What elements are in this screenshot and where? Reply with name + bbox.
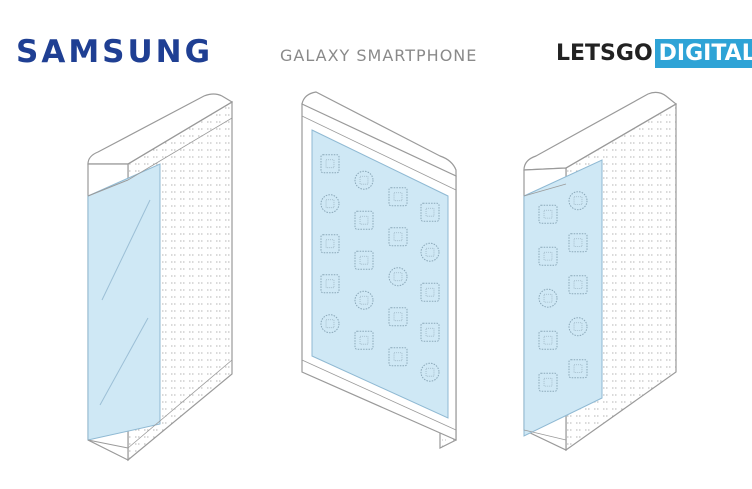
header: SAMSUNG GALAXY SMARTPHONE LETSGO DIGITAL xyxy=(0,0,752,80)
app-icon xyxy=(354,170,374,190)
icon-column xyxy=(538,191,588,392)
app-icon xyxy=(420,322,440,342)
app-icon xyxy=(388,187,408,207)
phone-front-view xyxy=(301,91,457,449)
app-icon xyxy=(320,274,340,294)
logo-text-highlight: DIGITAL xyxy=(654,38,752,68)
app-icon xyxy=(538,288,558,308)
phone-front-top xyxy=(301,91,457,177)
phone-right-view xyxy=(523,91,678,452)
phone-left-view xyxy=(87,93,234,462)
app-icon xyxy=(388,267,408,287)
logo-text-dark: LETSGO xyxy=(556,40,653,66)
app-icon xyxy=(388,347,408,367)
app-icon xyxy=(538,204,558,224)
app-icon xyxy=(420,362,440,382)
app-icon xyxy=(354,250,374,270)
patent-drawing xyxy=(87,91,678,462)
app-icon xyxy=(538,246,558,266)
app-icon xyxy=(320,314,340,334)
icon-grid xyxy=(320,154,440,382)
app-icon xyxy=(568,359,588,379)
phone-left-top xyxy=(87,93,234,165)
letsgodigital-logo: LETSGO DIGITAL xyxy=(556,38,752,68)
samsung-logo: SAMSUNG xyxy=(16,34,214,70)
phone-right-top xyxy=(523,91,678,171)
app-icon xyxy=(420,202,440,222)
app-icon xyxy=(354,290,374,310)
app-icon xyxy=(354,210,374,230)
app-icon xyxy=(388,227,408,247)
app-icon xyxy=(388,307,408,327)
phone-front-screen xyxy=(311,129,449,419)
app-icon xyxy=(568,191,588,211)
phone-right-screen xyxy=(523,159,603,437)
app-icon xyxy=(320,194,340,214)
app-icon xyxy=(538,330,558,350)
app-icon xyxy=(568,275,588,295)
app-icon xyxy=(420,282,440,302)
app-icon xyxy=(538,372,558,392)
app-icon xyxy=(568,233,588,253)
app-icon xyxy=(568,317,588,337)
image-caption: GALAXY SMARTPHONE xyxy=(280,46,478,65)
app-icon xyxy=(320,154,340,174)
phone-left-screen xyxy=(87,163,161,441)
app-icon xyxy=(420,242,440,262)
app-icon xyxy=(354,330,374,350)
app-icon xyxy=(320,234,340,254)
